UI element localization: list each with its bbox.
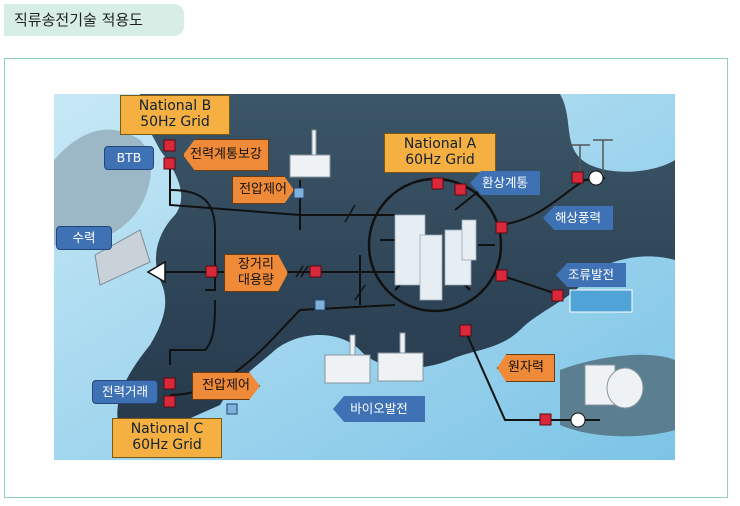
line-nuclear — [464, 329, 600, 421]
offshore-wind-label: 해상풍력 — [543, 206, 613, 230]
city-buildings — [394, 214, 477, 301]
bio-factories — [324, 332, 424, 384]
factory-top — [289, 129, 331, 178]
trading-label: 전력거래 — [92, 380, 158, 404]
bio-label: 바이오발전 — [333, 396, 425, 422]
national-b-box: National B 50Hz Grid — [120, 95, 230, 135]
break-marks — [295, 204, 366, 301]
national-c-grid: 60Hz Grid — [132, 437, 202, 453]
hydro-label: 수력 — [56, 226, 112, 250]
section-title-tab: 직류송전기술 적용도 — [4, 4, 184, 36]
section-title: 직류송전기술 적용도 — [14, 11, 143, 29]
national-a-grid: 60Hz Grid — [405, 152, 475, 168]
tidal-label: 조류발전 — [556, 263, 626, 287]
voltage-control-bottom-label: 전압제어 — [192, 372, 260, 400]
ring-system-label: 환상계통 — [470, 171, 540, 195]
hydro-dam — [94, 229, 151, 286]
national-a-name: National A — [403, 136, 477, 152]
line-b-to-a — [169, 160, 395, 216]
converter-stations — [163, 139, 584, 426]
line-tidal — [499, 274, 561, 296]
long-distance-line2: 대용량 — [238, 273, 274, 288]
national-c-box: National C 60Hz Grid — [112, 418, 222, 458]
national-c-name: National C — [130, 421, 204, 437]
voltage-control-top-label: 전압제어 — [232, 176, 294, 204]
long-distance-label: 장거리 대용량 — [224, 254, 288, 292]
generator-nuclear — [570, 412, 586, 428]
reinforcement-label: 전력계통보강 — [183, 139, 269, 171]
generator-wind — [588, 170, 604, 186]
voltage-devices — [226, 187, 326, 415]
national-a-box: National A 60Hz Grid — [384, 133, 496, 173]
national-b-name: National B — [138, 98, 212, 114]
national-b-grid: 50Hz Grid — [140, 114, 210, 130]
tidal-island — [569, 289, 633, 313]
long-distance-line1: 장거리 — [238, 257, 274, 272]
hydro-converter — [146, 260, 166, 284]
line-b-down — [169, 189, 216, 291]
nuclear-label: 원자력 — [497, 354, 555, 382]
btb-label: BTB — [104, 146, 154, 170]
line-c-up — [169, 299, 216, 365]
nuclear-plant — [584, 364, 644, 409]
